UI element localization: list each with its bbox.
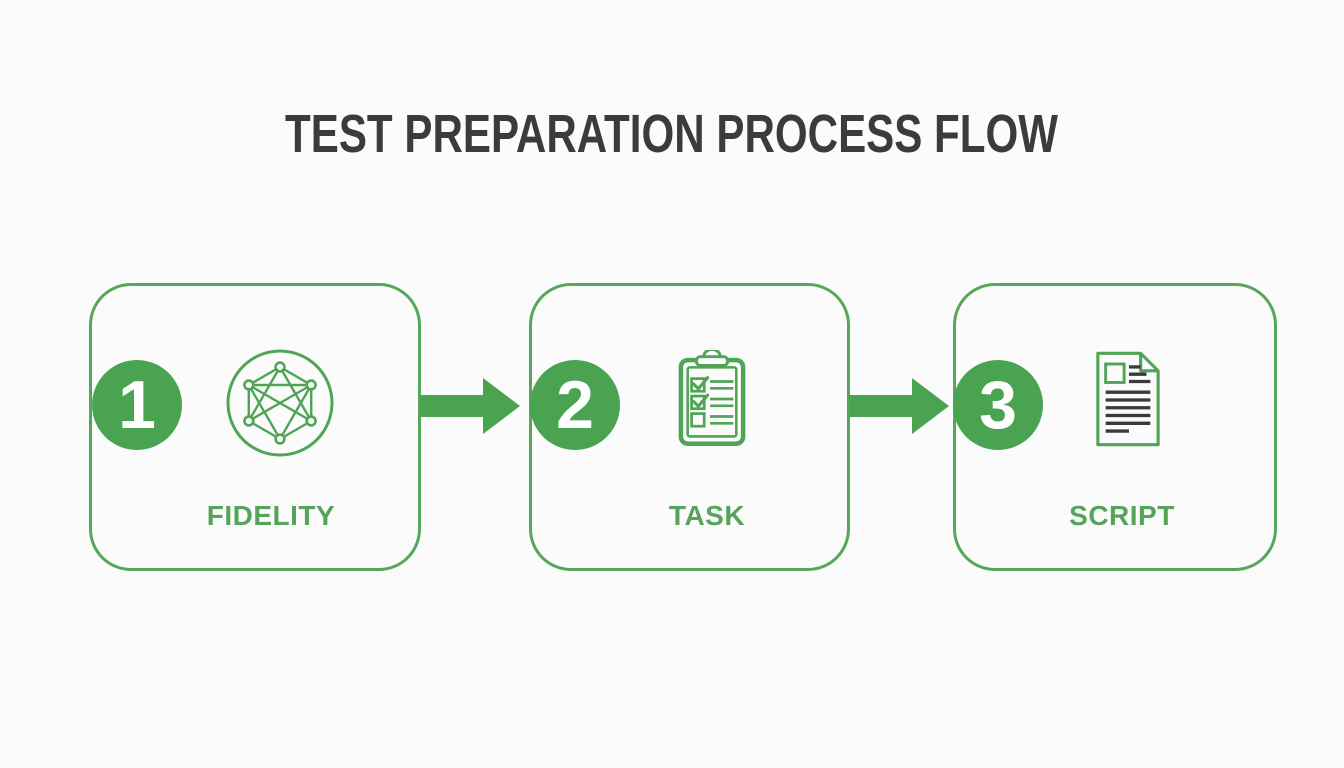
- document-icon: [1093, 350, 1163, 448]
- step-number-badge-1: 1: [92, 360, 182, 450]
- step-label-task: TASK: [668, 500, 746, 531]
- step-number-1: 1: [118, 367, 156, 443]
- step-number-badge-3: 3: [953, 360, 1043, 450]
- flow-arrow-2-icon: [849, 378, 949, 434]
- step-label-fidelity: FIDELITY: [206, 500, 336, 531]
- page-title: TEST PREPARATION PROCESS FLOW: [0, 103, 1344, 165]
- clipboard-checklist-icon: [677, 348, 747, 448]
- network-graph-icon: [225, 348, 335, 458]
- step-number-3: 3: [979, 367, 1017, 443]
- flow-arrow-1-icon: [420, 378, 520, 434]
- step-number-badge-2: 2: [530, 360, 620, 450]
- step-label-script: SCRIPT: [1069, 500, 1175, 531]
- step-number-2: 2: [556, 367, 594, 443]
- page-title-text: TEST PREPARATION PROCESS FLOW: [285, 104, 1059, 164]
